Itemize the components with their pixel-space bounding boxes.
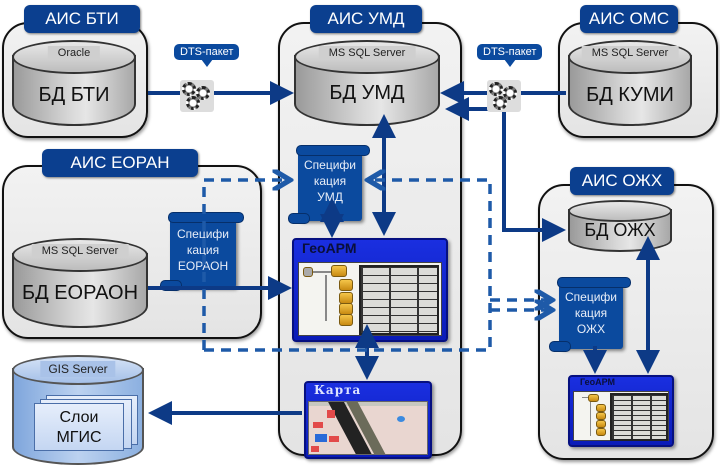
spec-line: УМД bbox=[317, 190, 343, 204]
folder-icon bbox=[303, 267, 313, 277]
gear-icon bbox=[182, 82, 196, 96]
layer-icon bbox=[339, 279, 353, 291]
spec-ozh[interactable]: Специфи кация ОЖХ bbox=[549, 277, 631, 352]
db-label: БД БТИ bbox=[38, 84, 110, 106]
spec-line: Специфи bbox=[304, 158, 356, 172]
tree-line bbox=[590, 400, 591, 436]
map-building bbox=[329, 436, 339, 442]
layer-icon bbox=[596, 404, 606, 412]
layers-label: Слои bbox=[59, 409, 99, 426]
georm-pane bbox=[573, 391, 669, 441]
map-point bbox=[397, 416, 405, 422]
db-server-label: Oracle bbox=[47, 46, 101, 60]
gis-server-label: GIS Server bbox=[40, 361, 116, 377]
georm-ozh[interactable]: ГеоАРМ bbox=[568, 375, 674, 447]
layer-icon bbox=[596, 420, 606, 428]
map-building bbox=[313, 422, 323, 428]
gear-icon bbox=[489, 82, 503, 96]
layer-icon bbox=[596, 412, 606, 420]
db-label: БД ОЖХ bbox=[584, 220, 656, 240]
gear-icon bbox=[493, 96, 507, 110]
db-kumi[interactable]: MS SQL Server БД КУМИ bbox=[568, 40, 692, 126]
dts-tooltip-left: DTS-пакет bbox=[174, 44, 240, 67]
gear-icon bbox=[196, 86, 210, 100]
folder-icon bbox=[588, 394, 599, 402]
spec-line: ОЖХ bbox=[576, 322, 606, 336]
tree-line bbox=[325, 275, 327, 321]
layer-sheet: Слои МГИС bbox=[34, 403, 124, 451]
layer-icon bbox=[596, 428, 606, 436]
db-server-label: MS SQL Server bbox=[31, 244, 129, 258]
map-preview bbox=[308, 401, 428, 455]
spec-line: кация bbox=[574, 306, 608, 320]
spec-umd[interactable]: Специфи кация УМД bbox=[288, 145, 370, 224]
data-table-icon bbox=[610, 393, 668, 441]
map-toolbar bbox=[309, 402, 427, 406]
spec-line: ЕОРАОН bbox=[177, 259, 229, 273]
db-server-label: MS SQL Server bbox=[318, 46, 416, 60]
georm-title: ГеоАРМ bbox=[302, 240, 357, 256]
dts-package-left[interactable] bbox=[180, 80, 214, 112]
spec-line: кация bbox=[186, 243, 220, 257]
spec-eoraon[interactable]: Специфи кация ЕОРАОН bbox=[160, 212, 244, 291]
georm-umd[interactable]: ГеоАРМ bbox=[292, 238, 448, 342]
gear-icon bbox=[186, 96, 200, 110]
db-eoraon[interactable]: MS SQL Server БД ЕОРАОН bbox=[12, 238, 148, 328]
system-oms-title: АИС ОМС bbox=[580, 5, 678, 33]
db-server-label: MS SQL Server bbox=[581, 46, 679, 60]
system-bti-title: АИС БТИ bbox=[24, 5, 140, 33]
gis-server[interactable]: GIS Server Слои МГИС bbox=[12, 355, 144, 465]
spec-line: кация bbox=[313, 174, 347, 188]
map-window[interactable]: Карта bbox=[304, 381, 432, 459]
data-table-icon bbox=[359, 265, 439, 335]
dts-tooltip-right: DTS-пакет bbox=[477, 44, 543, 67]
map-title: Карта bbox=[314, 383, 362, 397]
spec-line: Специфи bbox=[565, 290, 617, 304]
layer-icon bbox=[339, 314, 353, 326]
system-ozh-title: АИС ОЖХ bbox=[570, 167, 674, 195]
db-label: БД ЕОРАОН bbox=[21, 282, 139, 304]
db-ozh[interactable]: БД ОЖХ bbox=[568, 200, 672, 252]
layers-label: МГИС bbox=[56, 429, 102, 446]
system-eoran-title: АИС ЕОРАН bbox=[42, 149, 198, 177]
folder-icon bbox=[331, 265, 347, 277]
db-umd[interactable]: MS SQL Server БД УМД bbox=[294, 40, 440, 126]
map-building bbox=[315, 434, 327, 442]
tree-line bbox=[313, 271, 331, 273]
map-building bbox=[327, 410, 335, 418]
georm-pane bbox=[298, 262, 442, 336]
db-bti[interactable]: Oracle БД БТИ bbox=[12, 40, 136, 126]
dts-package-right[interactable] bbox=[487, 80, 521, 112]
db-top bbox=[568, 200, 672, 222]
db-label: БД УМД bbox=[329, 82, 405, 104]
db-top bbox=[294, 40, 440, 74]
georm-title: ГеоАРМ bbox=[580, 377, 616, 387]
db-label: БД КУМИ bbox=[586, 84, 674, 106]
gear-icon bbox=[503, 86, 517, 100]
spec-line: Специфи bbox=[177, 227, 229, 241]
system-umd-title: АИС УМД bbox=[310, 5, 422, 33]
map-building bbox=[311, 446, 319, 452]
